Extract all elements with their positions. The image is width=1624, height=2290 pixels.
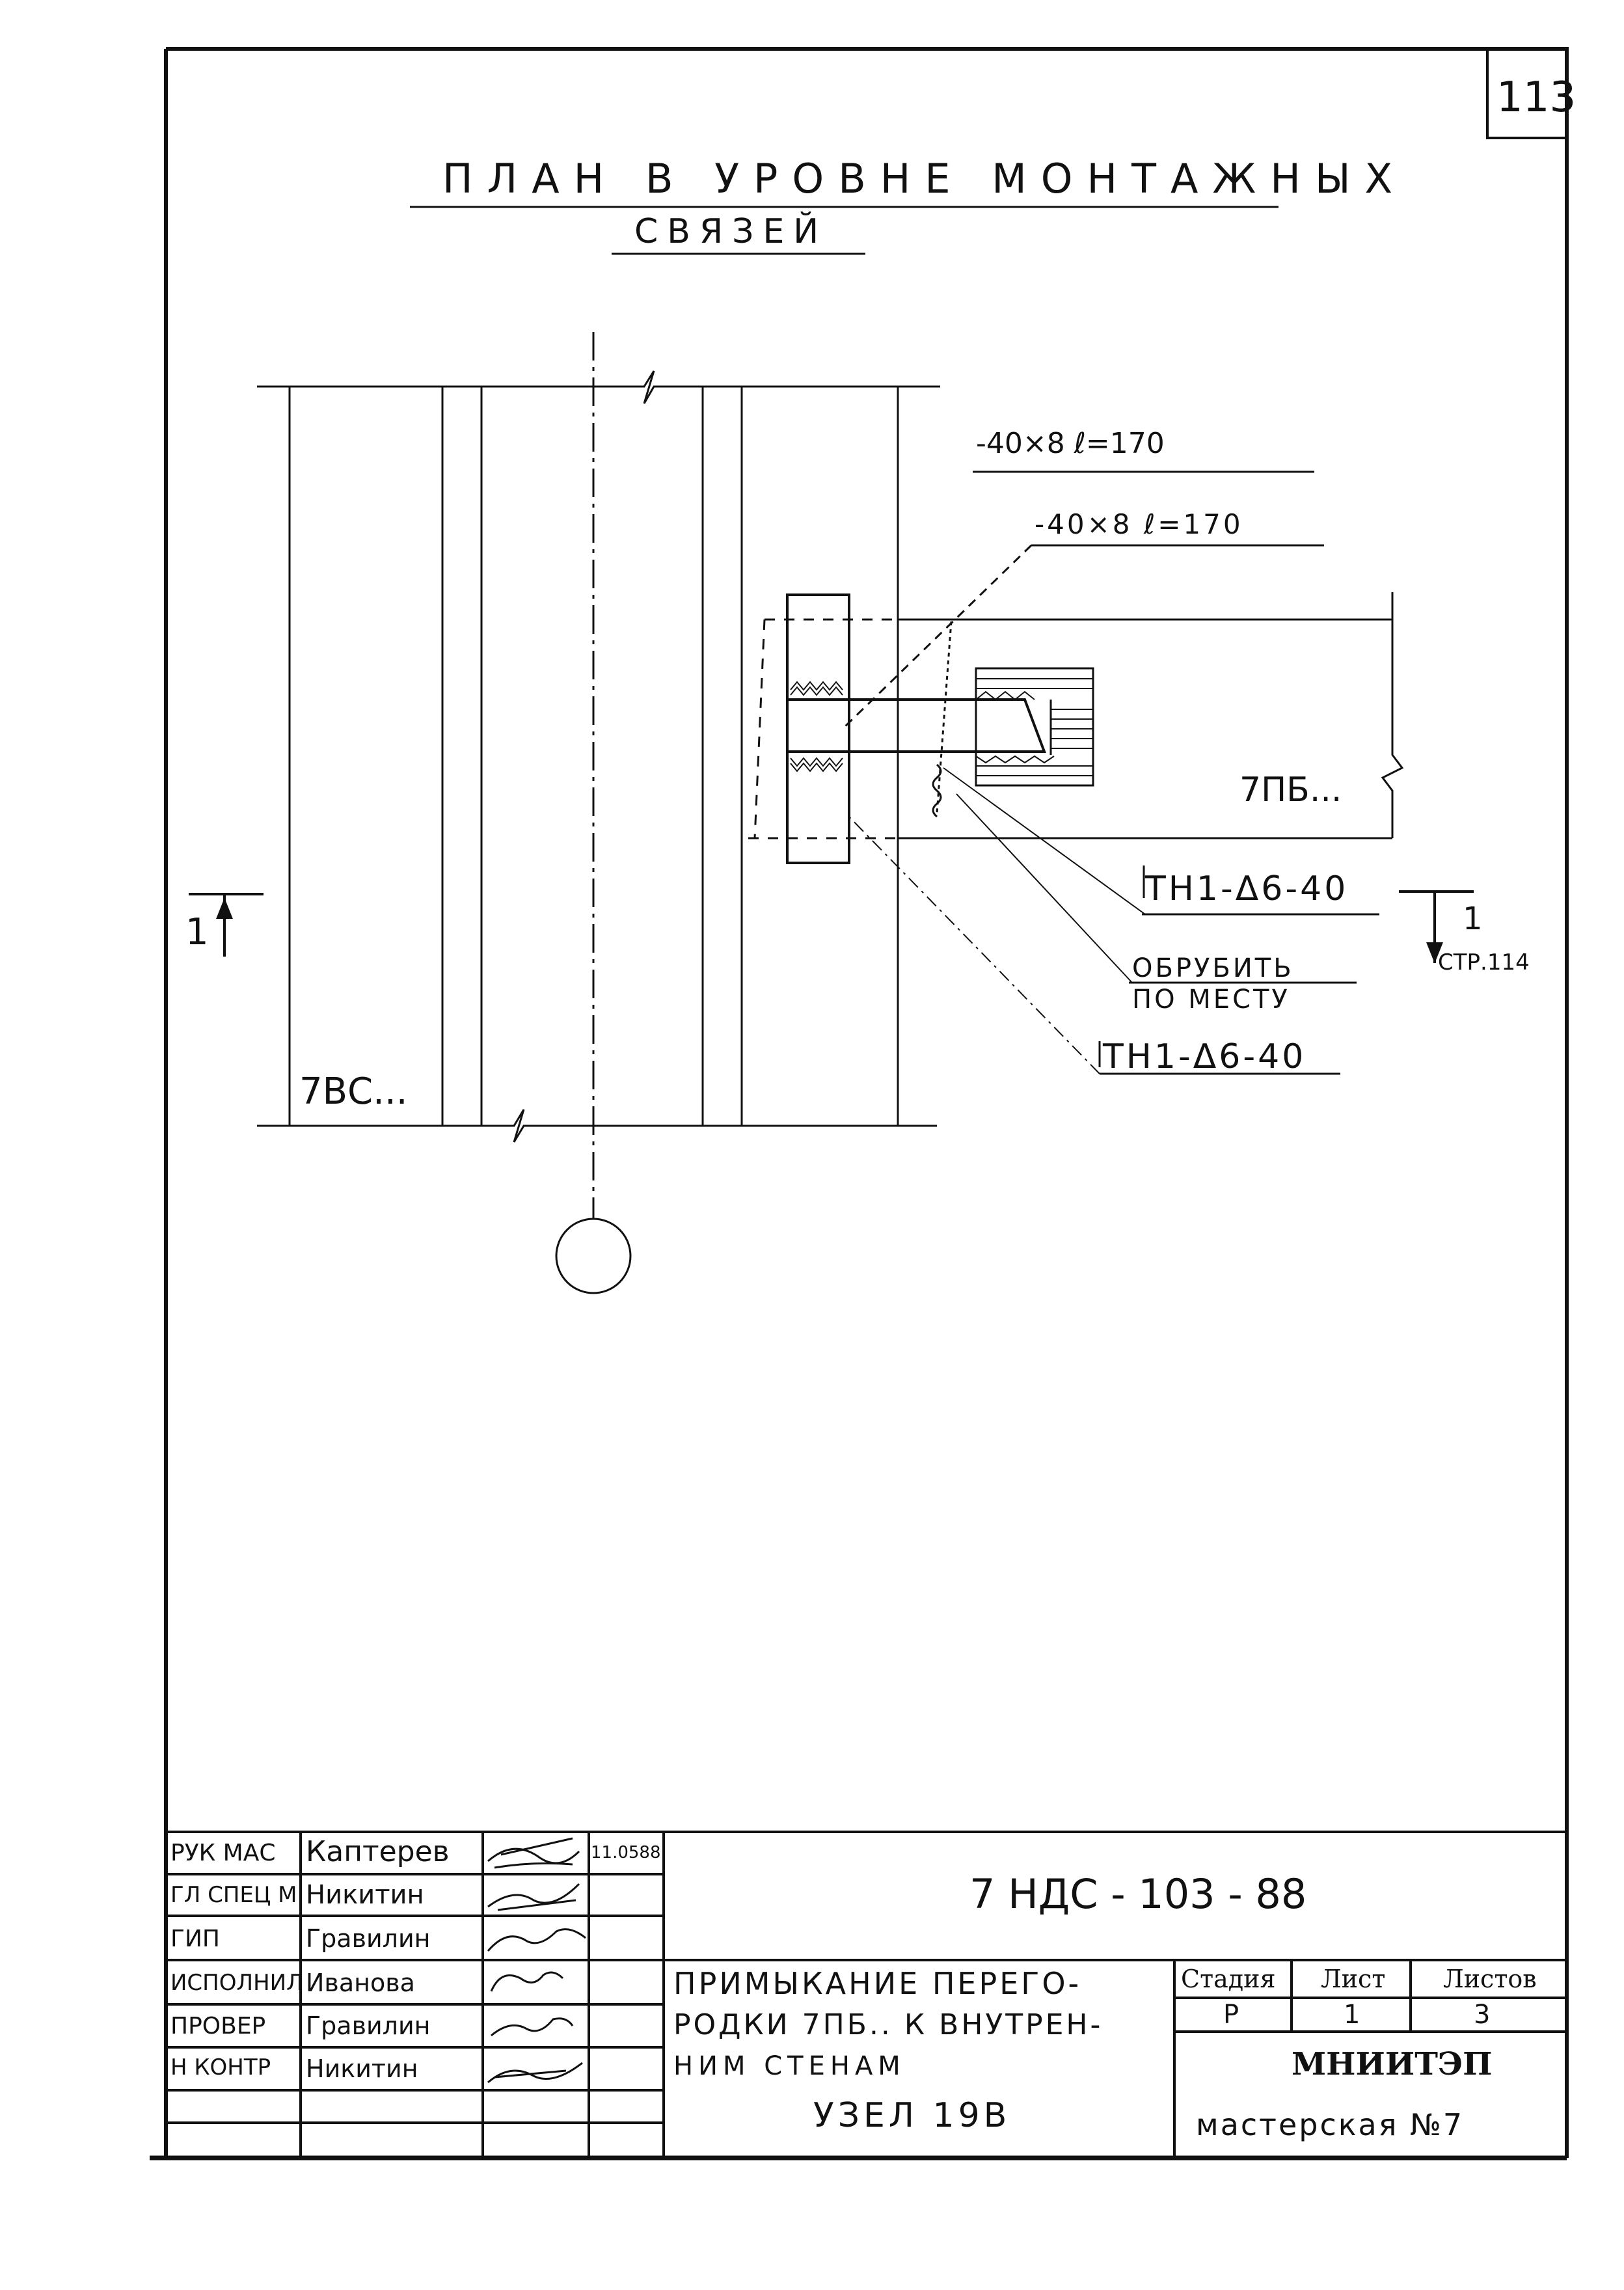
organization-name: МНИИТЭП [1292,2046,1493,2082]
wall-plan [257,370,940,1143]
approval-date: 11.0588 [591,1843,661,1862]
section-label-left: 1 [185,911,209,953]
name-cell: Гравилин [306,2011,431,2040]
weld-callout-flags [1098,866,1145,1067]
role-cell: ГЛ СПЕЦ М [170,1882,297,1908]
drawing-title-line2: СВЯЗЕЙ [634,212,828,251]
weld-callout-lower: ТН1-Δ6-40 [1103,1037,1306,1076]
cut-note-line1: ОБРУБИТЬ [1132,953,1294,983]
section-label-right-num: 1 [1463,901,1483,937]
sheets-header: Листов [1443,1965,1537,1993]
partition-label: 7ПБ... [1239,770,1342,810]
cut-note-line2: ПО МЕСТУ [1132,985,1290,1015]
sheet-value: 1 [1344,2000,1360,2030]
name-cell: Гравилин [306,1924,431,1953]
name-cell: Каптерев [306,1835,450,1868]
vertical-plate [786,593,850,864]
name-cell: Никитин [306,1880,424,1910]
hidden-lines [748,618,898,839]
weld-callout-upper: ТН1-Δ6-40 [1145,869,1349,908]
role-cell: Н КОНТР [170,2054,271,2080]
welds-vertical-plate [790,681,843,772]
name-cell: Никитин [306,2054,418,2083]
stage-value: Р [1223,2000,1239,2030]
document-code: 7 НДС - 103 - 88 [969,1870,1307,1918]
name-cell: Иванова [306,1969,415,1997]
description-line1: ПРИМЫКАНИЕ ПЕРЕГО- [673,1966,1082,2001]
sheet-frame [150,47,1569,2161]
section-marker-right [1399,890,1474,964]
page-number: 113 [1496,74,1577,122]
stage-header: Стадия [1181,1965,1276,1993]
leader-lines [841,470,1379,1075]
section-ref-right: СТР.114 [1438,949,1530,975]
horizontal-plate [787,698,1046,753]
partition-beam [898,592,1404,839]
drawing-title-line1: ПЛАН В УРОВНЕ МОНТАЖНЫХ [442,155,1407,202]
plate-callout-lower: -40×8 ℓ=170 [1035,508,1243,540]
axis-marker-circle [555,1218,632,1294]
role-cell: РУК МАС [170,1840,276,1866]
workshop-name: мастерская №7 [1196,2107,1465,2142]
role-cell: ГИП [170,1926,220,1952]
role-cell: ПРОВЕР [170,2013,266,2039]
sheets-value: 3 [1474,2000,1491,2030]
title-block-grid [166,1831,1567,2158]
description-line3: НИМ СТЕНАМ [673,2051,906,2081]
sheet-header: Лист [1321,1965,1386,1993]
description-line2: РОДКИ 7ПБ.. К ВНУТРЕН- [673,2008,1103,2041]
section-marker-left [189,893,264,957]
wall-label: 7ВС... [299,1070,408,1113]
signatures [487,1837,586,2084]
role-cell: ИСПОЛНИЛ [170,1970,303,1996]
plate-callout-upper: -40×8 ℓ=170 [976,427,1165,460]
title-underlines [410,206,1279,255]
embedded-part [975,667,1094,787]
node-label: УЗЕЛ 19В [813,2096,1011,2135]
page-number-box [1486,49,1567,139]
